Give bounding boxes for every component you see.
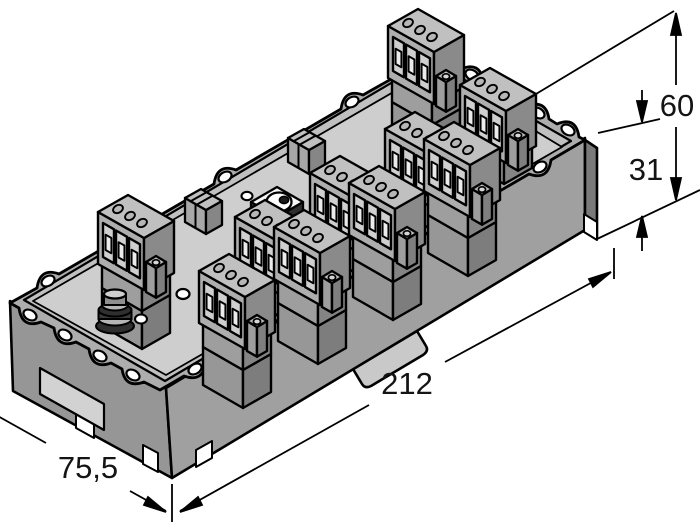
dimension-base-height-label: 31	[629, 152, 663, 187]
extension-line-bottom	[596, 189, 700, 240]
cable-gland	[95, 288, 149, 335]
mount-notch	[583, 213, 598, 241]
dimension-base-height	[635, 90, 649, 251]
dimension-total-height-label: 60	[660, 88, 694, 123]
extension-line-rim	[597, 118, 661, 134]
mount-notch	[142, 444, 159, 473]
din-rail-slot	[38, 366, 106, 432]
dimension-width-label: 75,5	[58, 450, 118, 485]
extension-line-top	[535, 10, 675, 95]
deck-screw-hole	[175, 287, 191, 301]
deck-components	[95, 7, 538, 410]
mount-notch	[195, 440, 213, 468]
dimension-length-label: 212	[381, 366, 433, 401]
terminal-block	[386, 7, 466, 127]
washer-ring	[133, 313, 149, 325]
dimension-width	[0, 416, 167, 513]
dimension-length	[179, 271, 612, 513]
dimension-annotations: 60 31 212 75,5	[0, 10, 700, 522]
washer-ring	[240, 190, 254, 202]
din-rail-tab	[351, 329, 429, 389]
dimension-total-height	[669, 12, 683, 201]
